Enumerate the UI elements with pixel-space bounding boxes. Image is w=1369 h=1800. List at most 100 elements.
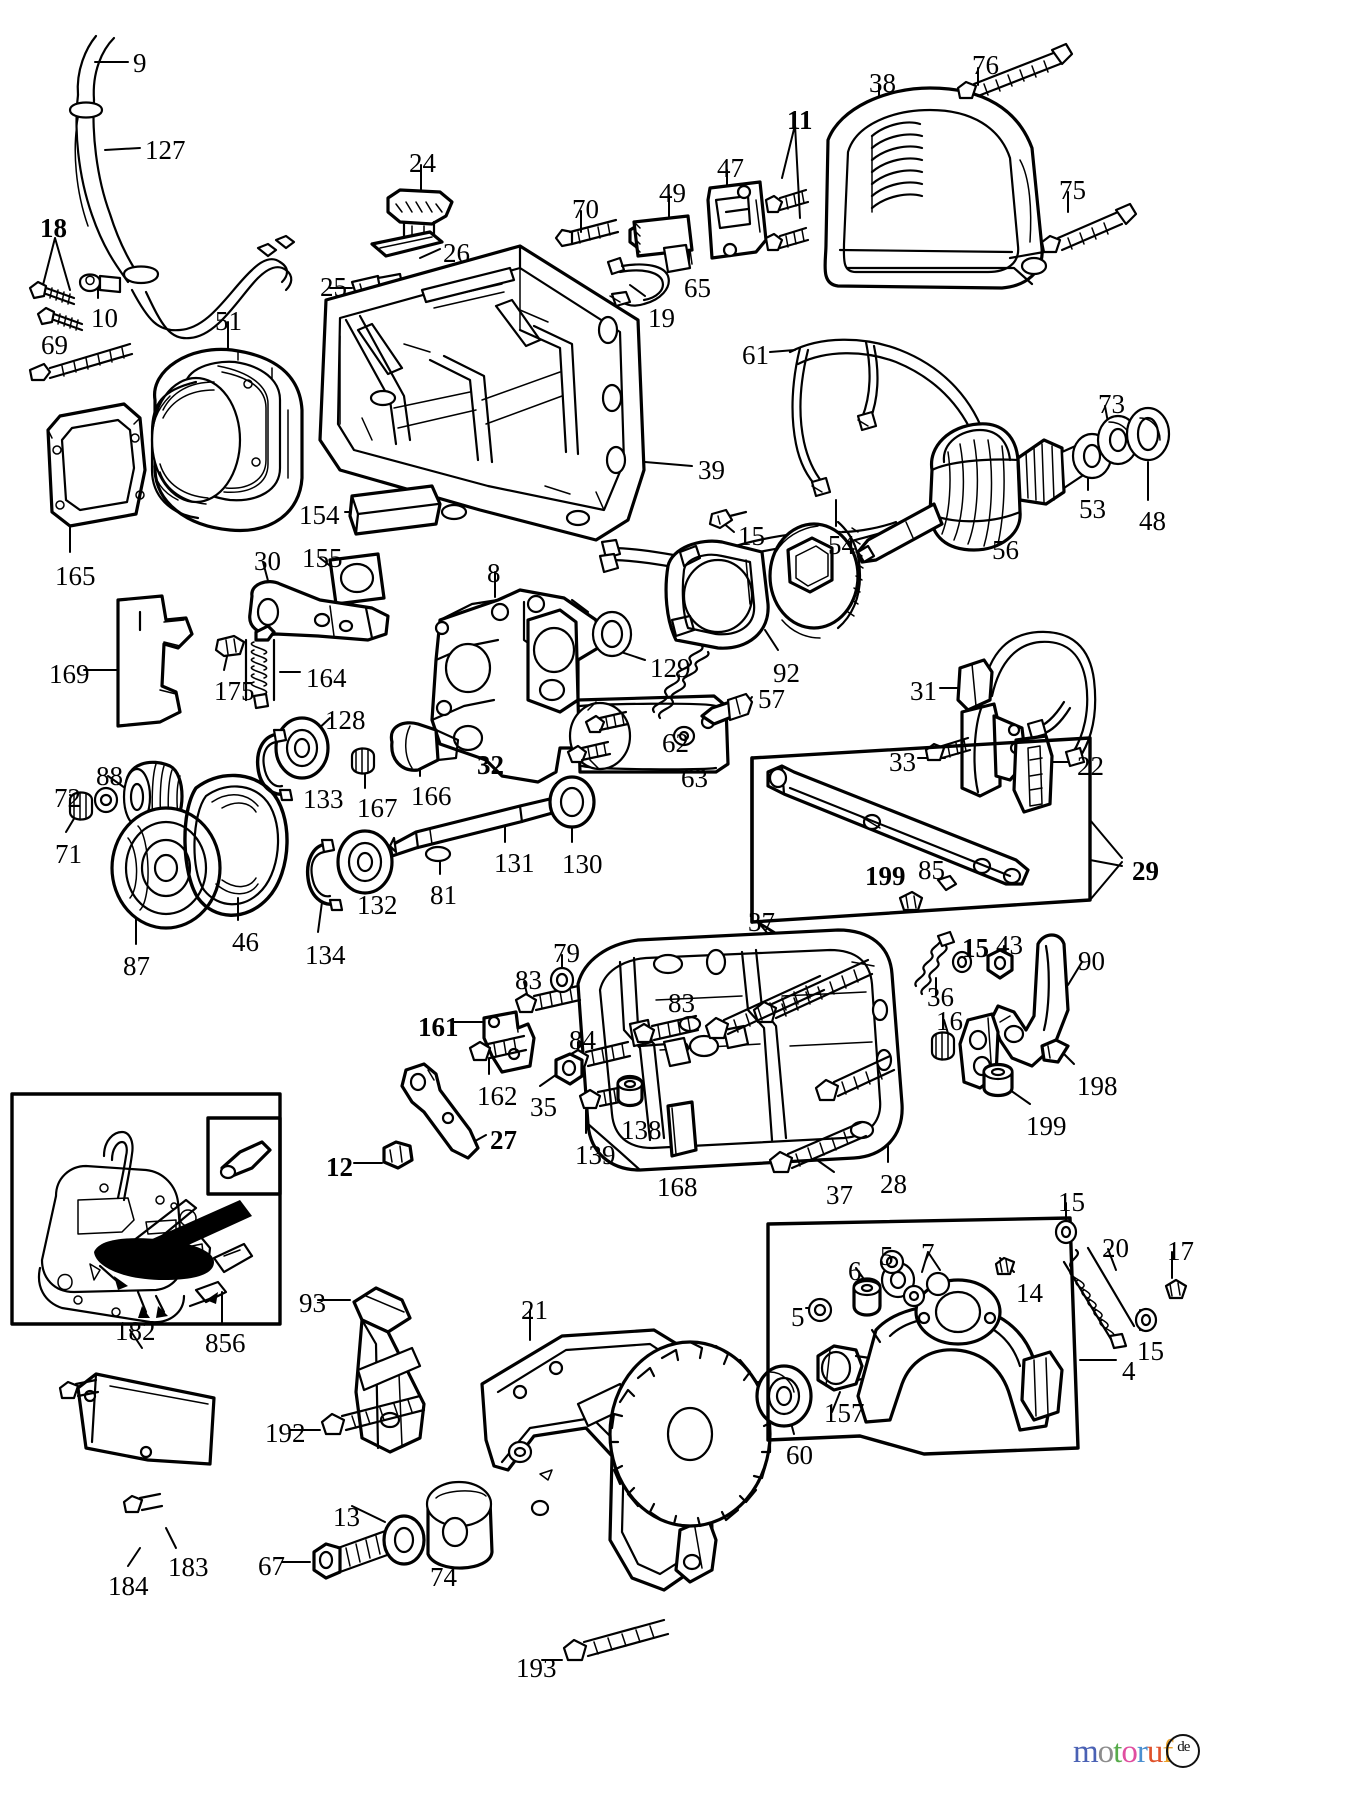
connector-10 bbox=[78, 273, 122, 294]
part-number-label: 61 bbox=[742, 340, 769, 370]
part-number-label: 193 bbox=[516, 1653, 557, 1683]
lever-30 bbox=[248, 580, 390, 642]
brush-holder-155 bbox=[328, 552, 386, 606]
bushing-6 bbox=[852, 1277, 882, 1317]
bracket-169 bbox=[116, 594, 194, 728]
part-number-label: 33 bbox=[889, 747, 916, 777]
snap-ring-134 bbox=[305, 838, 344, 912]
part-number-label: 8 bbox=[487, 558, 501, 588]
spring-164 bbox=[244, 624, 276, 710]
screw-184 bbox=[58, 1378, 100, 1400]
fence-pin-85b bbox=[936, 874, 958, 892]
part-number-label: 28 bbox=[880, 1169, 907, 1199]
deflector-182 bbox=[76, 1372, 216, 1466]
part-number-label: 70 bbox=[572, 194, 599, 224]
plate-168 bbox=[666, 1100, 698, 1158]
part-number-label: 4 bbox=[1122, 1356, 1136, 1386]
part-number-label: 129 bbox=[650, 653, 691, 683]
screw-83b bbox=[632, 1014, 700, 1044]
switch-49 bbox=[628, 214, 694, 274]
part-number-label: 138 bbox=[621, 1115, 662, 1145]
part-number-label: 199 bbox=[865, 861, 906, 891]
part-number-label: 175 bbox=[214, 676, 255, 706]
part-number-label: 69 bbox=[41, 330, 68, 360]
key-81 bbox=[424, 845, 452, 863]
part-number-label: 167 bbox=[357, 793, 398, 823]
part-number-label: 57 bbox=[758, 684, 785, 714]
washer-15-lever bbox=[951, 950, 973, 974]
part-number-label: 56 bbox=[992, 535, 1019, 565]
trigger-switch-22 bbox=[960, 702, 1054, 814]
wire-lead-19 bbox=[606, 256, 670, 308]
screw-37d bbox=[814, 1054, 896, 1102]
saw-blade bbox=[608, 1340, 774, 1528]
shoe-28 bbox=[576, 928, 904, 1172]
part-number-label: 5 bbox=[791, 1302, 805, 1332]
pin-198 bbox=[1040, 1038, 1070, 1064]
washer-7c bbox=[902, 1284, 926, 1308]
nut-43 bbox=[986, 948, 1014, 980]
part-number-label: 133 bbox=[303, 784, 344, 814]
power-cord-assembly bbox=[68, 34, 296, 340]
part-number-label: 87 bbox=[123, 951, 150, 981]
part-number-label: 20 bbox=[1102, 1233, 1129, 1263]
bolt-157 bbox=[816, 1344, 874, 1392]
part-number-label: 30 bbox=[254, 546, 281, 576]
screw-167 bbox=[350, 747, 376, 775]
switch-detail-inset-box bbox=[10, 1092, 282, 1326]
rod-57 bbox=[700, 692, 754, 726]
belt-46 bbox=[183, 773, 289, 917]
field-stator-51 bbox=[150, 347, 304, 533]
part-number-label: 15 bbox=[962, 933, 989, 963]
part-number-label: 32 bbox=[477, 750, 504, 780]
part-number-label: 192 bbox=[265, 1418, 306, 1448]
screw-37c bbox=[768, 1120, 868, 1174]
screw-14 bbox=[994, 1256, 1016, 1276]
part-number-label: 71 bbox=[55, 839, 82, 869]
part-number-label: 67 bbox=[258, 1551, 285, 1581]
fan-54 bbox=[768, 520, 864, 639]
part-number-label: 38 bbox=[869, 68, 896, 98]
part-number-label: 49 bbox=[659, 178, 686, 208]
part-number-label: 11 bbox=[787, 105, 813, 135]
screw-192 bbox=[320, 1394, 426, 1436]
washer-13 bbox=[382, 1514, 426, 1566]
gearcase-8 bbox=[430, 588, 730, 784]
part-number-label: 63 bbox=[681, 763, 708, 793]
part-number-label: 127 bbox=[145, 135, 186, 165]
plate-26 bbox=[370, 230, 444, 258]
part-number-label: 7 bbox=[921, 1238, 935, 1268]
screw-162 bbox=[468, 1034, 528, 1062]
screw-17 bbox=[1164, 1278, 1188, 1300]
part-number-label: 76 bbox=[972, 50, 999, 80]
part-number-label: 21 bbox=[521, 1295, 548, 1325]
part-number-label: 83 bbox=[515, 965, 542, 995]
part-number-label: 25 bbox=[320, 272, 347, 302]
part-number-label: 10 bbox=[91, 303, 118, 333]
washer-15-guard-b bbox=[1134, 1307, 1158, 1333]
part-number-label: 132 bbox=[357, 890, 398, 920]
lower-guard-box bbox=[766, 1216, 1080, 1456]
part-number-label: 128 bbox=[325, 705, 366, 735]
housing-cover-38 bbox=[823, 86, 1048, 290]
retaining-ring-133 bbox=[255, 728, 294, 802]
nut-12 bbox=[382, 1140, 414, 1170]
pin-175 bbox=[214, 634, 246, 658]
brush-154 bbox=[348, 484, 442, 536]
part-number-label: 31 bbox=[910, 676, 937, 706]
baffle-92 bbox=[664, 539, 770, 650]
part-number-label: 131 bbox=[494, 848, 535, 878]
part-number-label: 53 bbox=[1079, 494, 1106, 524]
washer-5a bbox=[879, 1249, 905, 1275]
part-number-label: 54 bbox=[828, 530, 855, 560]
part-number-label: 154 bbox=[299, 500, 340, 530]
part-number-label: 90 bbox=[1078, 946, 1105, 976]
armature-56 bbox=[856, 422, 1106, 564]
part-number-label: 51 bbox=[215, 306, 242, 336]
part-number-label: 139 bbox=[575, 1140, 616, 1170]
part-number-label: 6 bbox=[848, 1256, 862, 1286]
flange-60 bbox=[755, 1364, 813, 1428]
